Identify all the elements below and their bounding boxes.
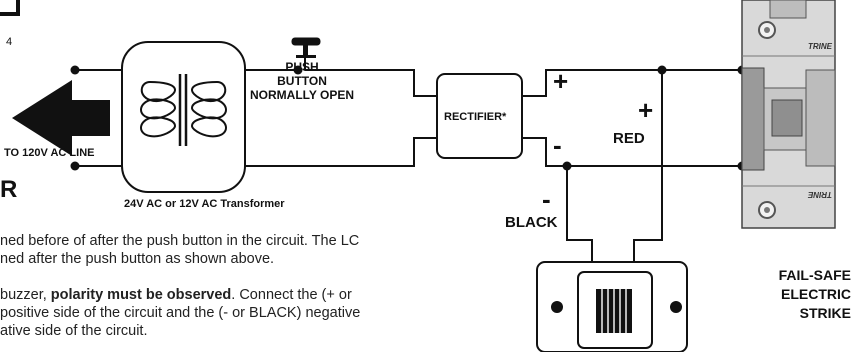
strike-label: FAIL-SAFE ELECTRIC STRIKE <box>740 266 851 323</box>
strike-label-line2: ELECTRIC <box>781 286 851 302</box>
strike-label-line1: FAIL-SAFE <box>778 267 851 283</box>
transformer-label: 24V AC or 12V AC Transformer <box>124 198 285 210</box>
push-label-line2: BUTTON <box>277 74 327 88</box>
wire-bottom-to-rectifier <box>245 137 437 167</box>
rectifier-label: RECTIFIER* <box>444 111 507 123</box>
note-line-3-pre: buzzer, <box>0 287 51 303</box>
wire-buzzer-black <box>566 166 593 262</box>
trine-brand-top: TRINE <box>808 42 832 51</box>
junction-dot <box>70 65 80 75</box>
push-button-symbol <box>291 37 321 58</box>
corner-text: 4 <box>6 36 13 48</box>
trine-brand-bottom: TRINE <box>808 190 832 199</box>
junction-dot <box>562 161 572 171</box>
electric-strike <box>741 0 836 229</box>
rectifier-minus-sign: - <box>553 130 562 160</box>
black-wire-label: BLACK <box>505 214 558 231</box>
wire-rectifier-plus <box>522 69 742 97</box>
note-line-2: ned after the push button as shown above… <box>0 251 275 267</box>
junction-dot <box>657 65 667 75</box>
note-line-1: ned before of after the push button in t… <box>0 233 360 249</box>
junction-dot <box>293 65 303 75</box>
black-minus-sign: - <box>542 184 551 214</box>
section-heading-fragment: R <box>0 176 18 203</box>
red-wire-label: RED <box>613 130 645 147</box>
junction-dot <box>70 161 80 171</box>
ac-line-label: TO 120V AC LINE <box>4 147 95 159</box>
wire-rectifier-minus <box>522 137 742 167</box>
transformer <box>121 41 246 193</box>
red-plus-sign: + <box>638 95 654 125</box>
rectifier-plus-sign: + <box>553 66 569 96</box>
push-label-line3: NORMALLY OPEN <box>249 88 354 102</box>
buzzer <box>536 261 688 352</box>
corner-box-fragment <box>0 0 20 16</box>
note-line-3-post: . Connect the (+ or <box>231 287 352 303</box>
note-line-5: ative side of the circuit. <box>0 323 148 339</box>
note-line-4: positive side of the circuit and the (- … <box>0 305 361 321</box>
note-line-3-bold: polarity must be observed <box>50 287 232 303</box>
wire-buzzer-red <box>633 70 663 262</box>
strike-label-line3: STRIKE <box>799 305 851 321</box>
note-line-3: buzzer, polarity must be observed. Conne… <box>0 286 352 304</box>
ac-line-arrow <box>12 80 110 156</box>
rectifier-box <box>436 73 523 159</box>
push-label-line1: PUSH <box>285 60 319 74</box>
